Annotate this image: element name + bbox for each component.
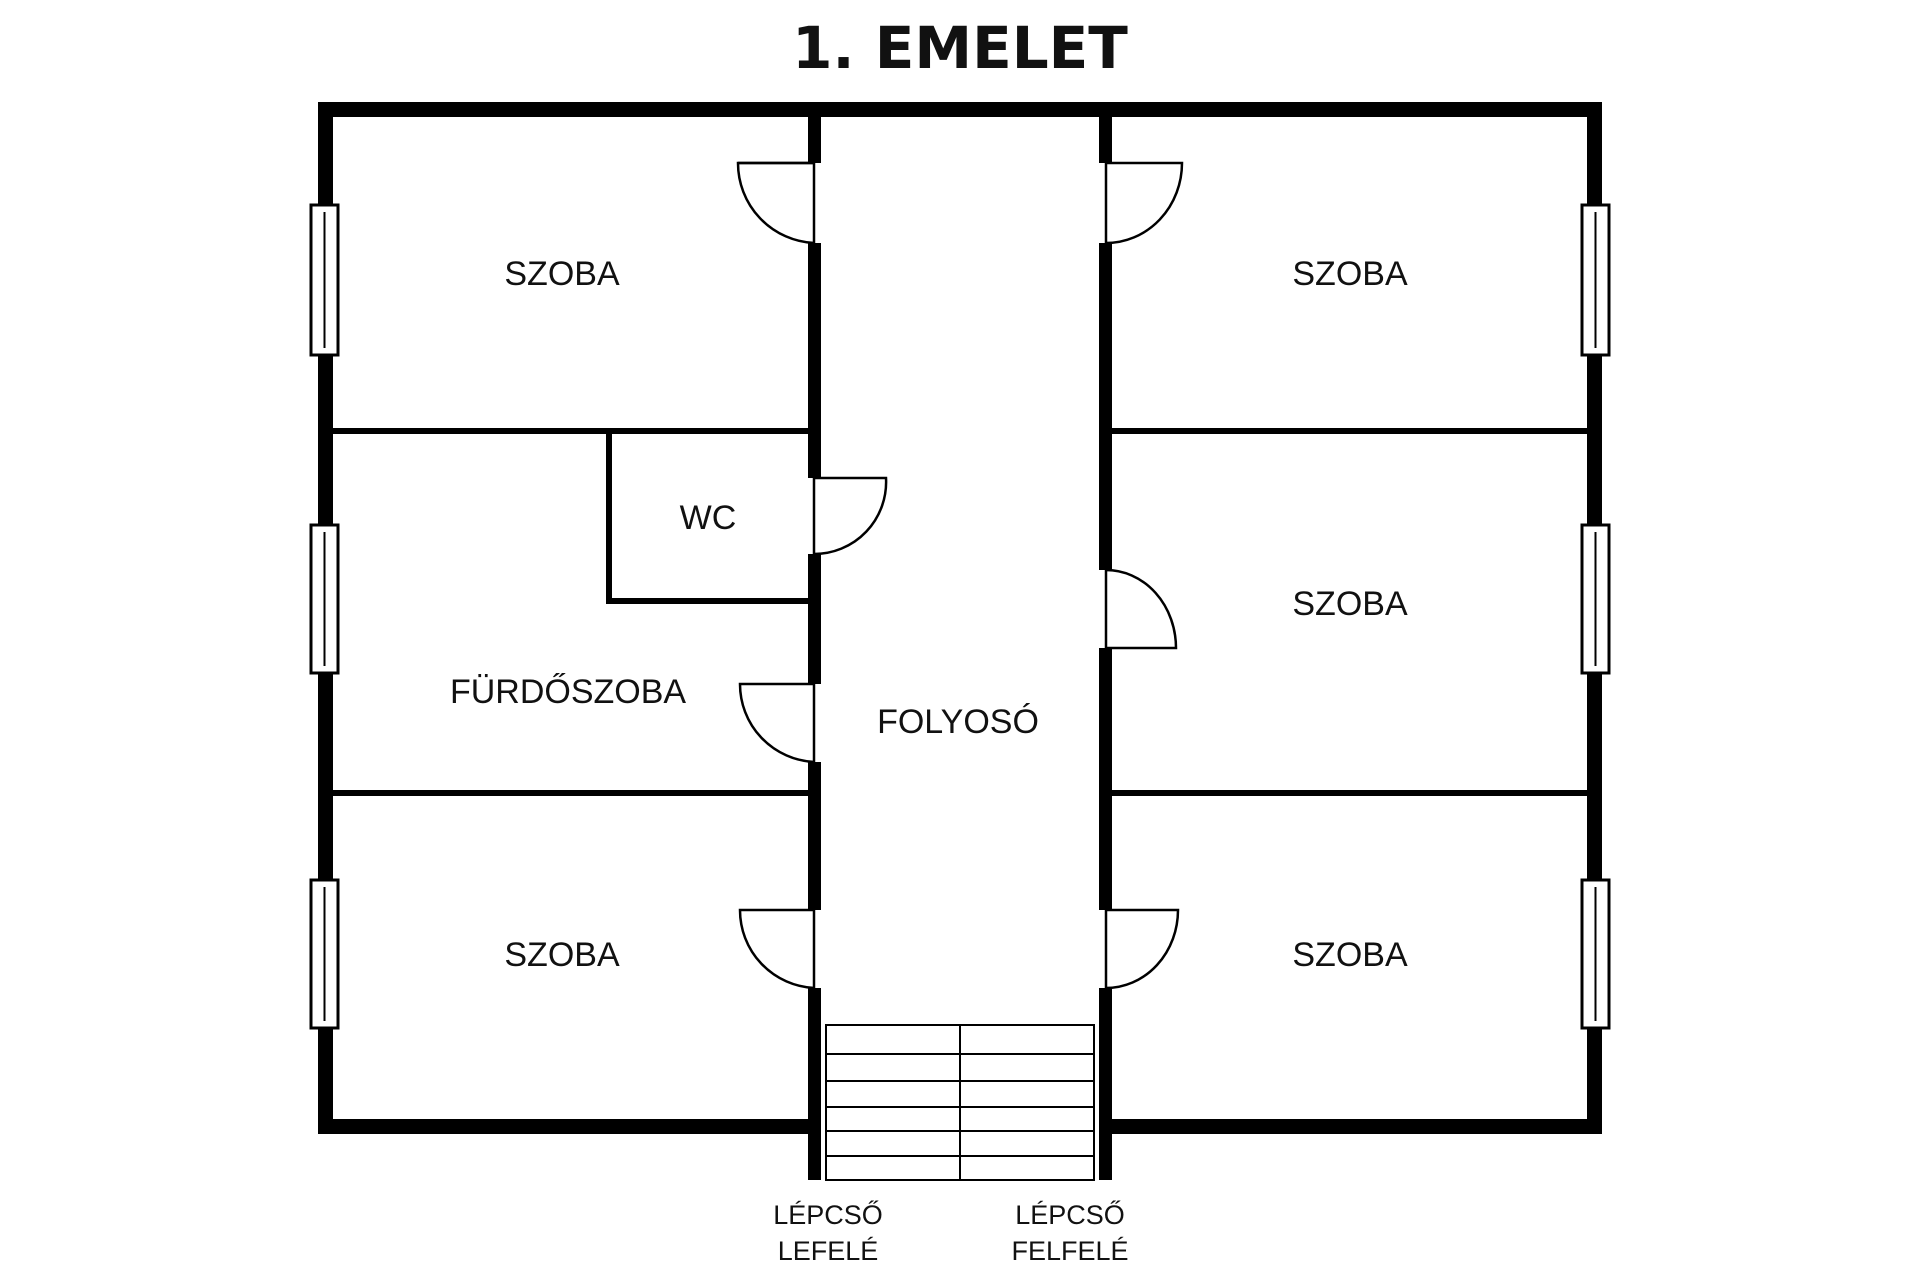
windows [309,203,1611,1030]
window-right-2 [1580,523,1611,675]
window-right-3 [1580,878,1611,1030]
wc-wall-left [606,428,612,604]
outer-wall-top [318,102,1602,117]
room-label-folyoso: FOLYOSÓ [877,703,1039,741]
stair-down-label-1: LÉPCSŐ [773,1199,883,1230]
floor-title: 1. EMELET [792,14,1128,82]
door-furdoszoba [738,682,823,764]
stair-up-label-1: LÉPCSŐ [1015,1199,1125,1230]
door-wc [806,476,888,556]
outer-wall-bottom-left [318,1119,818,1134]
outer-walls [318,102,1602,1134]
partition-right-2 [1105,790,1589,796]
window-left-3 [309,878,340,1030]
stair-up-label-2: FELFELÉ [1011,1236,1128,1266]
door-szoba-middle-right [1097,568,1178,650]
door-szoba-bottom-left [738,908,823,990]
room-labels: SZOBA WC FÜRDŐSZOBA SZOBA FOLYOSÓ SZOBA … [450,255,1408,974]
room-label-szoba-middle-right: SZOBA [1292,585,1408,623]
staircase [825,1024,1095,1181]
door-szoba-bottom-right [1097,908,1180,990]
partition-left-1 [333,428,813,434]
stair-labels: LÉPCSŐ LEFELÉ LÉPCSŐ FELFELÉ [773,1199,1128,1266]
outer-wall-bottom-right [1102,1119,1602,1134]
room-label-furdoszoba: FÜRDŐSZOBA [450,673,686,711]
partition-walls [333,428,1589,796]
stair-treads [826,1053,1094,1157]
room-label-szoba-bottom-left: SZOBA [504,936,620,974]
door-szoba-top-right [1097,161,1184,245]
doors [736,161,1184,990]
room-label-szoba-bottom-right: SZOBA [1292,936,1408,974]
corridor-walls [808,102,1112,1180]
room-label-wc: WC [680,499,737,537]
window-left-1 [309,203,340,357]
corridor-wall-left [808,102,821,1180]
partition-right-1 [1105,428,1589,434]
partition-left-2 [333,790,813,796]
wc-wall-bottom [606,598,813,604]
stair-down-label-2: LEFELÉ [778,1236,879,1266]
door-szoba-top-left [736,161,823,245]
room-label-szoba-top-left: SZOBA [504,255,620,293]
window-left-2 [309,523,340,675]
window-right-1 [1580,203,1611,357]
room-label-szoba-top-right: SZOBA [1292,255,1408,293]
